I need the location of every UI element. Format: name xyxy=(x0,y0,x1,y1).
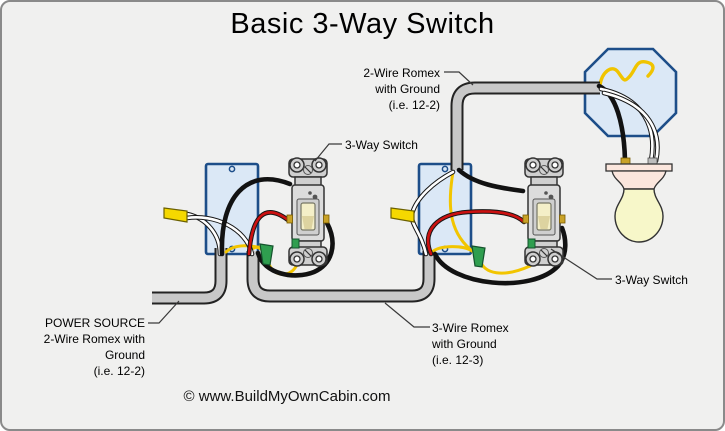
light-fixture xyxy=(605,157,673,243)
left-box-wires xyxy=(163,177,335,278)
page-title: Basic 3-Way Switch xyxy=(230,8,495,40)
right-box-wires xyxy=(390,167,568,286)
three-way-switch-2 xyxy=(522,157,566,267)
label-2wire-romex-light: 2-Wire Romex with Ground (i.e. 12-2) xyxy=(363,66,440,112)
three-way-switch-1 xyxy=(286,157,330,267)
pointer-lines xyxy=(148,71,612,328)
wire-nut-yellow-left xyxy=(163,207,188,223)
label-3way-switch-1: 3-Way Switch xyxy=(345,138,418,152)
ground-pigtail-squiggle xyxy=(598,60,655,87)
wire-nut-green-left xyxy=(259,243,274,266)
wire-nut-yellow-right xyxy=(390,207,415,223)
label-3way-switch-2: 3-Way Switch xyxy=(615,273,688,287)
two-wire-romex-cable xyxy=(457,88,600,170)
watermark: © www.BuildMyOwnCabin.com xyxy=(183,388,391,405)
label-power-source: POWER SOURCE 2-Wire Romex with Ground (i… xyxy=(43,316,145,378)
lamp-wires xyxy=(596,83,657,161)
label-3wire-romex: 3-Wire Romex with Ground (i.e. 12-3) xyxy=(432,321,509,367)
wire-nut-green-right xyxy=(471,245,486,268)
power-romex-cable xyxy=(152,248,221,298)
light-bulb xyxy=(614,188,664,243)
